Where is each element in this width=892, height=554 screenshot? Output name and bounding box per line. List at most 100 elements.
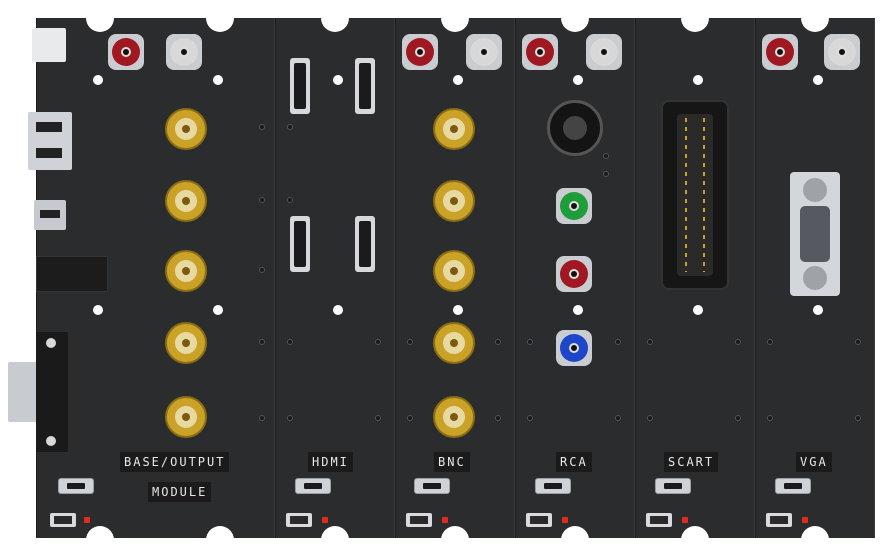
bnc-connector-icon <box>433 322 475 364</box>
mounting-hole-small <box>333 75 343 85</box>
led-icon <box>442 517 448 523</box>
screw-dot <box>647 339 653 345</box>
bnc-pin <box>450 197 458 205</box>
push-button[interactable] <box>286 513 312 527</box>
led-icon <box>322 517 328 523</box>
led-icon <box>682 517 688 523</box>
push-button[interactable] <box>406 513 432 527</box>
mounting-hole <box>561 526 589 554</box>
bnc-connector-icon <box>433 180 475 222</box>
screw-dot <box>375 339 381 345</box>
rca-jack-center <box>599 47 609 57</box>
mounting-hole <box>321 526 349 554</box>
screw-dot <box>375 415 381 421</box>
mounting-hole-small <box>573 75 583 85</box>
mounting-hole-small <box>93 305 103 315</box>
mounting-hole-small <box>813 305 823 315</box>
mounting-hole <box>561 4 589 32</box>
scart-port-icon <box>661 100 729 290</box>
screw-dot <box>259 197 265 203</box>
mounting-hole-small <box>693 75 703 85</box>
screw-dot <box>287 124 293 130</box>
screw-dot <box>855 415 861 421</box>
bnc-connector-icon <box>165 322 207 364</box>
rca-jack-center <box>775 47 785 57</box>
svideo-port-icon <box>547 100 603 156</box>
bnc-pin <box>182 267 190 275</box>
bnc-pin <box>450 339 458 347</box>
dsub-port-icon <box>8 332 68 452</box>
bnc-connector-icon <box>165 250 207 292</box>
rca-jack-center <box>535 47 545 57</box>
screw-dot <box>259 124 265 130</box>
push-button[interactable] <box>766 513 792 527</box>
bnc-connector-icon <box>165 396 207 438</box>
screw-dot <box>527 415 533 421</box>
led-icon <box>84 517 90 523</box>
mounting-hole-small <box>453 75 463 85</box>
mounting-hole <box>801 4 829 32</box>
rca-jack-icon <box>108 34 144 70</box>
rca-jack-icon <box>556 256 592 292</box>
screw-dot <box>495 339 501 345</box>
switch-icon[interactable] <box>295 478 331 494</box>
bnc-connector-icon <box>165 180 207 222</box>
module-label-rca: RCA <box>556 452 592 472</box>
rca-jack-icon <box>466 34 502 70</box>
led-icon <box>562 517 568 523</box>
bnc-connector-icon <box>433 250 475 292</box>
push-button[interactable] <box>526 513 552 527</box>
bnc-pin <box>450 413 458 421</box>
screw-dot <box>767 415 773 421</box>
mounting-hole <box>681 4 709 32</box>
mounting-hole <box>801 526 829 554</box>
screw-dot <box>287 415 293 421</box>
rca-jack-center <box>479 47 489 57</box>
screw-dot <box>647 415 653 421</box>
switch-icon[interactable] <box>58 478 94 494</box>
screw-dot <box>855 339 861 345</box>
mini-usb-port-icon <box>34 200 66 230</box>
mounting-hole-small <box>453 305 463 315</box>
screw-dot <box>407 339 413 345</box>
screw-dot <box>495 415 501 421</box>
rca-jack-center <box>569 343 579 353</box>
screw-dot <box>259 339 265 345</box>
screw-dot <box>735 415 741 421</box>
screw-dot <box>287 339 293 345</box>
usb-port-icon <box>32 28 66 62</box>
bnc-pin <box>182 413 190 421</box>
barrel-jack-icon <box>36 256 108 292</box>
hdmi-side-port-icon <box>28 112 72 170</box>
hdmi-port-icon <box>355 216 375 272</box>
mounting-hole <box>206 4 234 32</box>
hdmi-port-icon <box>355 58 375 114</box>
switch-icon[interactable] <box>414 478 450 494</box>
screw-dot <box>603 153 609 159</box>
screw-dot <box>259 415 265 421</box>
screw-dot <box>615 339 621 345</box>
mounting-hole-small <box>573 305 583 315</box>
mounting-hole-small <box>813 75 823 85</box>
screw-dot <box>603 171 609 177</box>
mounting-hole-small <box>213 305 223 315</box>
mounting-hole <box>441 4 469 32</box>
push-button[interactable] <box>50 513 76 527</box>
push-button[interactable] <box>646 513 672 527</box>
vga-port-icon <box>790 172 840 296</box>
module-label-hdmi: HDMI <box>308 452 353 472</box>
switch-icon[interactable] <box>655 478 691 494</box>
module-label-base-line2: MODULE <box>148 482 212 502</box>
switch-icon[interactable] <box>535 478 571 494</box>
rca-jack-icon <box>402 34 438 70</box>
rca-jack-center <box>569 201 579 211</box>
hdmi-port-icon <box>290 58 310 114</box>
rca-jack-center <box>837 47 847 57</box>
switch-icon[interactable] <box>775 478 811 494</box>
module-label-base-line1: BASE/OUTPUT <box>120 452 230 472</box>
mounting-hole-small <box>693 305 703 315</box>
screw-dot <box>735 339 741 345</box>
bnc-pin <box>450 267 458 275</box>
screw-dot <box>767 339 773 345</box>
